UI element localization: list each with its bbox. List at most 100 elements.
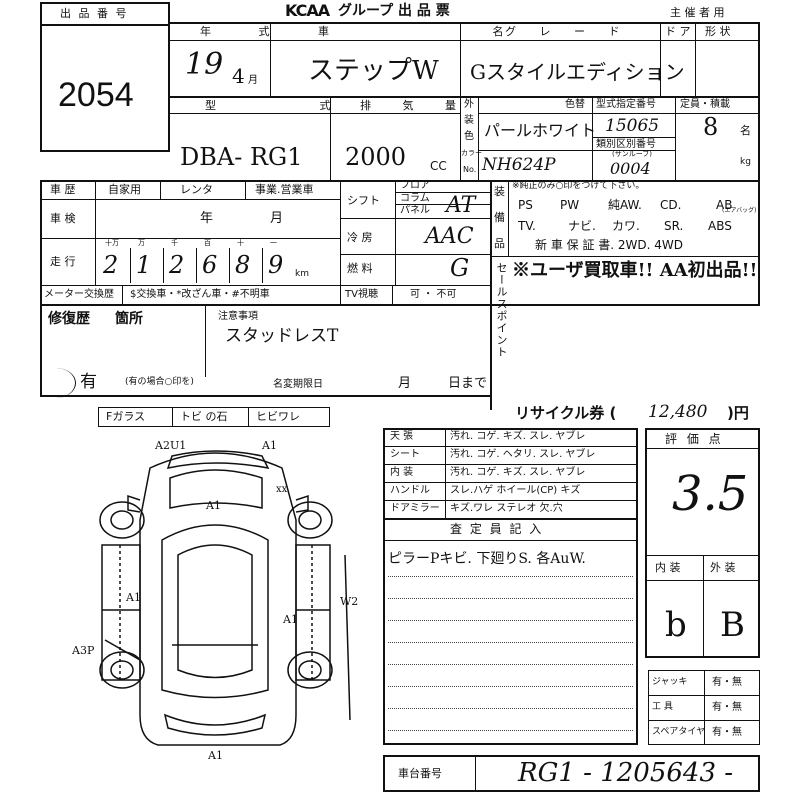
col-line <box>172 407 173 427</box>
condition-row-options: スレ.ハゲ ホイール(CP) キズ <box>450 485 581 496</box>
row-line <box>170 113 460 114</box>
tool-label: 工 具 <box>652 702 673 712</box>
condition-row-options: 汚れ. コゲ. キズ. スレ. ヤブレ <box>450 431 586 442</box>
repair-label: 修復歴 <box>48 311 90 327</box>
inspector-line <box>388 708 633 709</box>
row-line <box>340 254 490 255</box>
inspector-line <box>388 620 633 621</box>
equipment-item-ps-0[interactable]: PS <box>518 198 533 212</box>
lot-number-value: 2054 <box>58 76 134 114</box>
row-line <box>490 256 760 257</box>
equipment-note: ※純正のみ○印をつけて下さい。 <box>512 181 645 191</box>
equipment-item-row2-3[interactable]: SR. <box>664 219 684 233</box>
equipment-item-row2-0[interactable]: TV. <box>518 219 536 233</box>
tool-value[interactable]: 有・無 <box>712 702 742 713</box>
year-value: 19 <box>185 47 224 82</box>
col-line <box>592 96 593 182</box>
interior-grade: b <box>665 605 687 645</box>
shift-column[interactable]: コラム <box>400 193 430 204</box>
col-line <box>160 180 161 199</box>
equipment-item-ab-4[interactable]: AB <box>716 198 733 212</box>
shift-label: シフト <box>347 194 380 207</box>
month-value: 4 <box>232 64 245 88</box>
rating-score: 3.5 <box>672 466 749 522</box>
mark-roof-front: A1 <box>206 499 221 512</box>
shift-panel[interactable]: パネル <box>400 205 430 216</box>
cc-unit: CC <box>430 159 447 173</box>
col-line <box>330 96 331 182</box>
shift-floor[interactable]: フロア <box>400 180 430 191</box>
mileage-digit: 6 <box>202 251 218 279</box>
inspector-line <box>388 686 633 687</box>
condition-row-label: 内 装 <box>390 467 414 478</box>
row-line <box>383 540 638 541</box>
col-line <box>490 180 492 410</box>
col-line <box>445 428 446 518</box>
equipment-item-pw-1[interactable]: PW <box>560 198 580 212</box>
sales-point-label: セールスポイント <box>495 262 508 358</box>
condition-row-divider <box>383 446 638 447</box>
mark-left-rear: A3P <box>72 644 95 657</box>
history-option-private[interactable]: 自家用 <box>108 183 141 196</box>
mileage-digit-label: 十 <box>237 239 244 247</box>
fuel-label: 燃 料 <box>347 262 373 275</box>
inspection-year-unit: 年 <box>200 211 214 226</box>
mileage-digit-divider <box>130 248 131 283</box>
row-line <box>170 96 760 98</box>
exterior-label-5: No. <box>463 165 477 174</box>
exterior-label: 外 装 <box>710 561 736 574</box>
col-line <box>248 407 249 427</box>
col-line <box>695 22 696 96</box>
equipment-item-aw-2[interactable]: 純AW. <box>608 198 642 212</box>
color-value: パールホワイト <box>484 121 597 140</box>
lot-number-box <box>40 2 170 152</box>
condition-row-options: 汚れ. コゲ. キズ. スレ. ヤブレ <box>450 467 586 478</box>
history-option-business[interactable]: 事業.営業車 <box>255 183 314 196</box>
mark-top-right: A1 <box>262 439 277 452</box>
kg-unit: kg <box>740 157 751 167</box>
notice-value: スタッドレスT <box>225 326 339 346</box>
model-label: 型 式 <box>205 99 381 112</box>
equipment-item-row2-2[interactable]: カワ. <box>612 219 640 233</box>
mark-top-left: A2U1 <box>155 439 187 452</box>
year-label: 年 式 <box>200 25 292 38</box>
condition-row-options: キズ.ワレ ステレオ 欠.穴 <box>450 503 563 514</box>
equipment-item-cd-3[interactable]: CD. <box>660 198 682 212</box>
rating-table <box>645 428 760 658</box>
equipment-item-row2-1[interactable]: ナビ. <box>568 219 596 233</box>
chassis-value: RG1 - 1205643 - <box>518 758 734 788</box>
displacement-value: 2000 <box>345 143 407 171</box>
condition-row-divider <box>383 482 638 483</box>
month-unit: 月 <box>248 75 258 86</box>
interior-label: 内 装 <box>655 561 681 574</box>
history-table <box>40 180 760 306</box>
mileage-digit: 8 <box>235 251 251 279</box>
exterior-label-2: 装 <box>464 115 474 126</box>
fuel-value: G <box>450 254 470 282</box>
col-line <box>675 96 676 182</box>
inspector-line <box>388 576 633 577</box>
exterior-label-1: 外 <box>464 99 474 110</box>
tv-options: 可 ・ 不可 <box>410 289 457 300</box>
col-line <box>703 555 704 658</box>
shape-label: 形 状 <box>705 25 731 38</box>
model-value: DBA- RG1 <box>180 143 303 171</box>
history-option-rental[interactable]: レンタ <box>180 183 213 196</box>
deadline-label: 名変期限日 <box>273 379 323 390</box>
row-line <box>395 204 490 205</box>
condition-row-label: ドアミラー <box>390 503 440 514</box>
row-line <box>40 199 340 200</box>
cooling-value: AAC <box>425 224 474 249</box>
inspector-text: ピラーPキビ. 下廻りS. 各AuW. <box>388 551 586 567</box>
tool-value[interactable]: 有・無 <box>712 727 742 738</box>
col-line <box>460 22 461 182</box>
doors-label: ド ア <box>665 25 691 38</box>
row-line <box>395 192 490 193</box>
glass-front: Fガラス <box>106 410 146 423</box>
tool-value[interactable]: 有・無 <box>712 677 742 688</box>
condition-table <box>383 428 638 745</box>
equipment-item-row2-4[interactable]: ABS <box>708 219 732 233</box>
mark-roof-xx: xx <box>276 484 288 495</box>
displacement-label: 排 気 量 <box>360 99 470 112</box>
organizer-label: 主 催 者 用 <box>670 6 725 19</box>
